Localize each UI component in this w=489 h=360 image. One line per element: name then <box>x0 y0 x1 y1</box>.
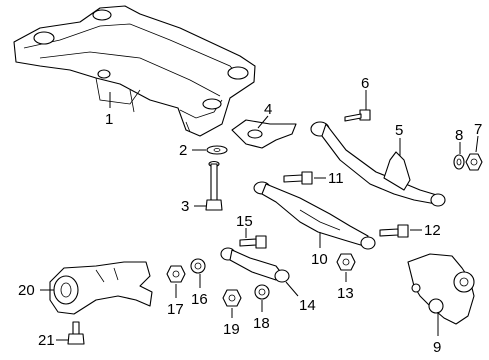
bolt-15-part <box>239 235 267 249</box>
nut-19-part <box>222 289 242 307</box>
leader-lines <box>40 90 479 341</box>
callout-1: 1 <box>105 111 113 128</box>
nut-7-part <box>465 153 483 171</box>
lower-arm-part <box>253 181 376 250</box>
callout-9: 9 <box>433 339 441 356</box>
leader-4 <box>257 115 269 129</box>
long-bolt-part <box>205 160 223 211</box>
nut-13-part <box>336 253 356 271</box>
toe-link-part <box>220 247 290 283</box>
callout-17: 17 <box>167 301 184 318</box>
callout-15: 15 <box>236 213 253 230</box>
washer-part <box>206 145 228 155</box>
bolt-12-part <box>379 224 409 238</box>
knuckle-part <box>407 253 475 325</box>
callout-4: 4 <box>264 101 272 118</box>
callout-12: 12 <box>424 222 441 239</box>
callout-8: 8 <box>455 127 463 144</box>
bolt-6-part <box>344 109 371 122</box>
leader-7 <box>475 135 479 153</box>
washer-18-part <box>254 284 270 300</box>
washer-8-part <box>453 154 465 170</box>
callout-10: 10 <box>311 251 328 268</box>
callout-16: 16 <box>191 291 208 308</box>
callout-7: 7 <box>474 121 482 138</box>
callout-2: 2 <box>179 142 187 159</box>
callout-3: 3 <box>181 198 189 215</box>
bolt-11-part <box>283 171 313 185</box>
callout-20: 20 <box>18 282 35 299</box>
callout-21: 21 <box>38 332 55 349</box>
callout-14: 14 <box>299 297 316 314</box>
callout-labels: 1 2 3 4 5 6 7 8 9 10 11 12 13 14 15 16 1… <box>18 75 482 356</box>
washer-16-part <box>190 258 206 274</box>
callout-19: 19 <box>223 321 240 338</box>
callout-5: 5 <box>395 122 403 139</box>
trailing-arm-part <box>49 261 153 315</box>
upper-arm-part <box>310 121 446 207</box>
nut-17-part <box>166 265 186 283</box>
bracket-part <box>231 119 297 149</box>
callout-13: 13 <box>337 285 354 302</box>
callout-18: 18 <box>253 315 270 332</box>
subframe-part <box>13 5 256 137</box>
callout-6: 6 <box>361 75 369 92</box>
leader-14 <box>285 281 299 297</box>
bolt-21-part <box>67 321 85 345</box>
callout-11: 11 <box>328 170 344 187</box>
